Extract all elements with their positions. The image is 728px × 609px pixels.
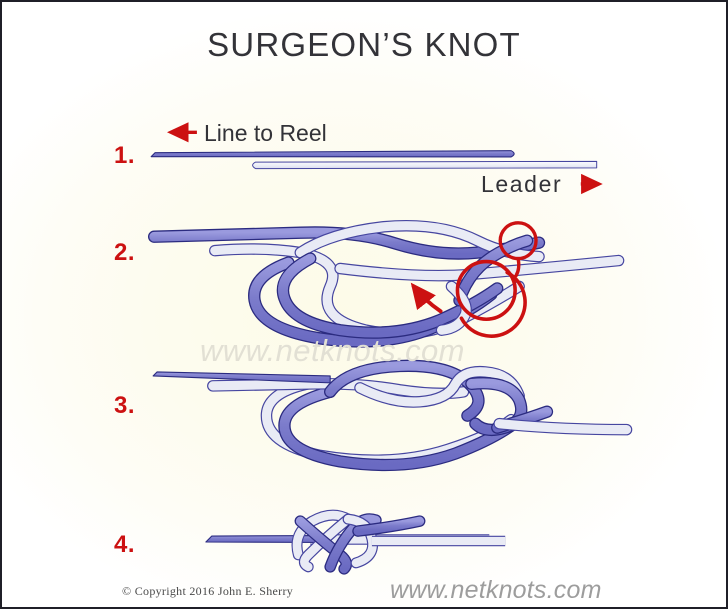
line-to-reel-label: Line to Reel — [204, 120, 327, 146]
step-1-standing-line-dark — [150, 150, 515, 158]
step-4-illustration — [205, 509, 506, 575]
step-4-number: 4. — [114, 531, 136, 558]
center-watermark: www.netknots.com — [200, 333, 465, 368]
leader-label: Leader — [481, 171, 563, 197]
step-2-number: 2. — [114, 239, 136, 266]
step-2-illustration — [147, 219, 625, 348]
step-1-leader-line-light — [252, 160, 598, 170]
step-3-illustration — [152, 359, 633, 472]
footer-watermark: www.netknots.com — [390, 576, 602, 604]
step-3-number: 3. — [114, 392, 136, 419]
page-title: SURGEON’S KNOT — [207, 26, 521, 63]
copyright-notice: © Copyright 2016 John E. Sherry — [122, 584, 294, 598]
step-2-direction-arrow-icon — [410, 282, 443, 314]
step-1-number: 1. — [114, 142, 136, 169]
step-1-illustration — [150, 122, 603, 195]
step-2-pass-through-highlight-circle — [455, 259, 517, 322]
